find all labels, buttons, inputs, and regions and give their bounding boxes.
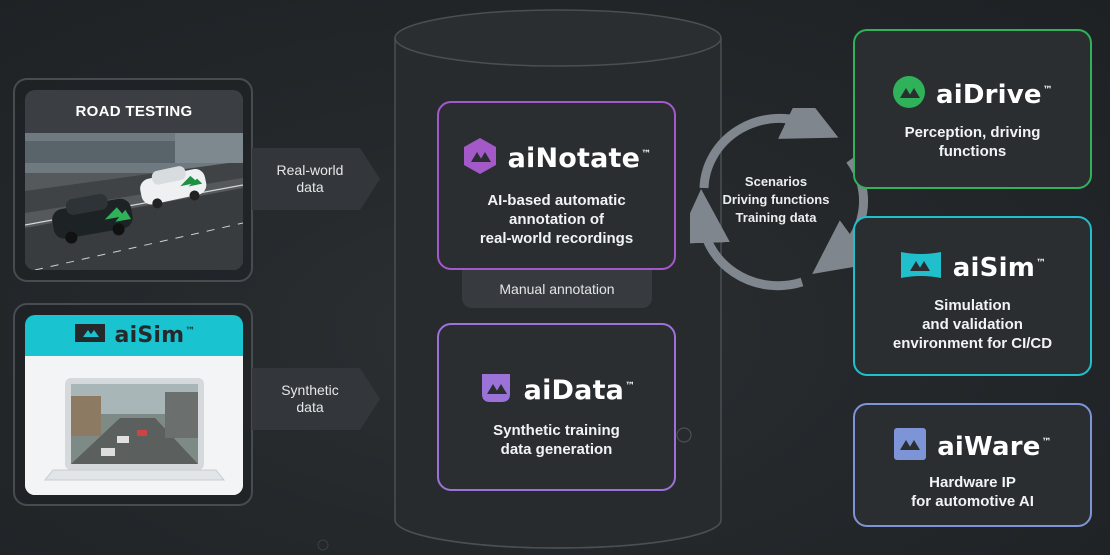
ainotate-card: aiNotate™ AI-based automatic annotation … xyxy=(437,101,676,270)
ainotate-logo: aiNotate™ xyxy=(439,137,674,180)
ainotate-hexagon-icon xyxy=(462,137,498,180)
aidata-logo: aiData™ xyxy=(439,370,674,411)
aisim-left-tm: ™ xyxy=(185,325,196,337)
aidata-icon xyxy=(478,370,514,411)
aisim-right-logo: aiSim™ xyxy=(855,250,1090,285)
aiware-description: Hardware IP for automotive AI xyxy=(911,474,1034,510)
road-testing-title: ROAD TESTING xyxy=(25,90,243,133)
aisim-left-header: aiSim™ xyxy=(25,315,243,356)
aisim-right-description: Simulation and validation environment fo… xyxy=(892,297,1053,352)
aidrive-brand: aiDrive xyxy=(936,79,1042,110)
ainotate-description: AI-based automatic annotation of real-wo… xyxy=(479,192,634,247)
cycle-training-data: Training data xyxy=(735,210,817,225)
aidrive-card: aiDrive™ Perception, driving functions xyxy=(853,29,1092,189)
road-testing-panel: ROAD TESTING xyxy=(13,78,253,282)
aisim-simulation-panel: aiSim™ xyxy=(13,303,253,506)
real-world-data-label: Real-world data xyxy=(276,162,344,195)
ainotate-tm: ™ xyxy=(641,149,652,160)
synthetic-data-label: Synthetic data xyxy=(281,382,339,415)
road-testing-image xyxy=(25,133,243,270)
real-world-data-arrow: Real-world data xyxy=(252,148,382,210)
aidata-brand: aiData xyxy=(523,375,625,406)
aiware-brand: aiWare xyxy=(937,431,1041,462)
manual-annotation-tab: Manual annotation xyxy=(462,270,652,308)
aidata-card: aiData™ Synthetic training data generati… xyxy=(437,323,676,491)
aidrive-circle-icon xyxy=(892,75,926,114)
aiware-tm: ™ xyxy=(1041,436,1052,448)
synthetic-data-arrow: Synthetic data xyxy=(252,368,382,430)
aisim-card: aiSim™ Simulation and validation environ… xyxy=(853,216,1092,376)
cycle-scenarios: Scenarios xyxy=(744,174,808,189)
aiware-logo: aiWare™ xyxy=(855,427,1090,466)
aidata-description: Synthetic training data generation xyxy=(493,422,620,458)
aidata-tm: ™ xyxy=(625,381,636,392)
cycle-driving-functions: Driving functions xyxy=(722,192,830,207)
aisim-right-tm: ™ xyxy=(1035,257,1047,269)
aidrive-description: Perception, driving functions xyxy=(904,124,1041,160)
ainotate-brand: aiNotate xyxy=(507,143,641,174)
aisim-logo-icon xyxy=(73,322,107,349)
cycle-labels: Scenarios Driving functions Training dat… xyxy=(706,173,846,227)
aisim-right-icon xyxy=(899,250,943,285)
aiware-card: aiWare™ Hardware IP for automotive AI xyxy=(853,403,1092,527)
aiware-square-icon xyxy=(893,427,927,466)
aisim-right-brand: aiSim xyxy=(952,252,1035,283)
laptop-image xyxy=(25,356,243,495)
aisim-left-brand: aiSim xyxy=(114,323,185,348)
aidrive-logo: aiDrive™ xyxy=(855,75,1090,114)
aidrive-tm: ™ xyxy=(1042,84,1053,96)
